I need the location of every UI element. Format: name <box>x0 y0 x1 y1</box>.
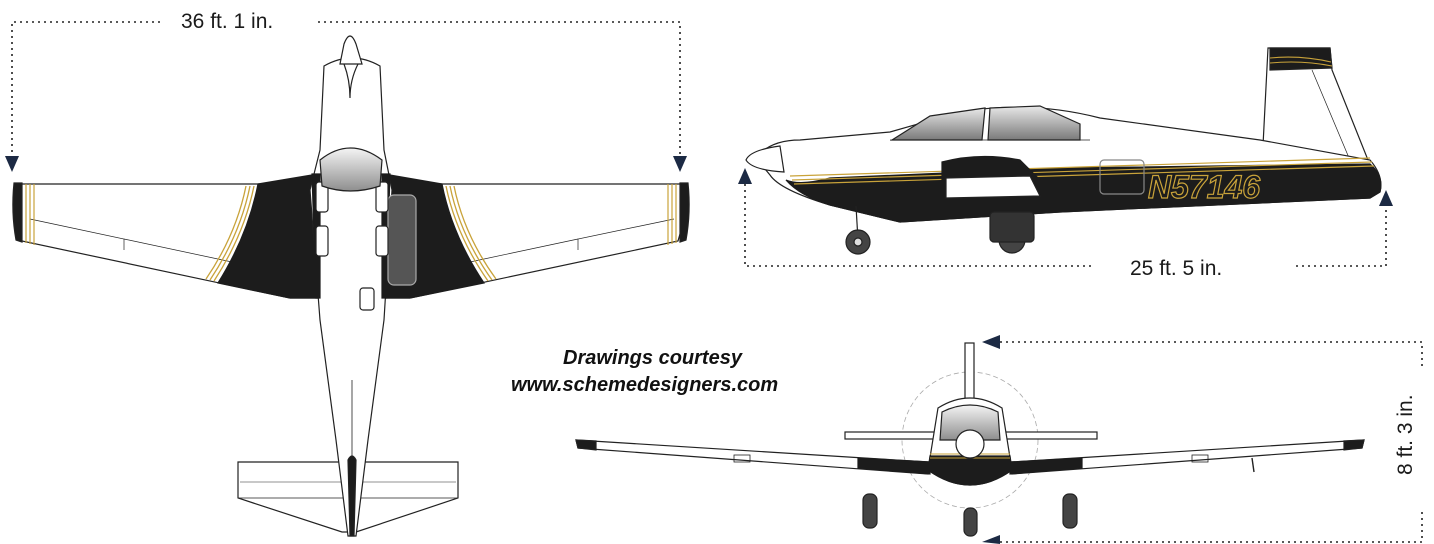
wingspan-arrow-right <box>673 156 687 172</box>
top-view-flap-lines <box>29 218 675 263</box>
wingspan-dimension-line-right <box>318 21 681 156</box>
top-view-belly-fairing <box>359 287 375 311</box>
length-dimension-line-right <box>1296 206 1387 267</box>
front-view-vertical-tail <box>964 342 975 406</box>
side-view-wing-fairing-top <box>945 175 1041 199</box>
side-view-main-gear-door <box>989 211 1035 243</box>
front-view-wingtip-left <box>575 439 597 451</box>
top-view <box>12 35 690 537</box>
top-view-fairing-left-2 <box>315 225 329 257</box>
side-view-rudder-line <box>1311 69 1353 166</box>
front-view <box>575 342 1365 537</box>
front-view-windshield <box>939 404 1001 441</box>
top-view-fairing-right-1 <box>375 181 389 213</box>
side-view-nose-hub <box>853 237 863 247</box>
front-view-main-gear-right <box>1062 493 1078 529</box>
top-view-vertical-fin <box>347 455 357 537</box>
top-view-fairing-right-2 <box>375 225 389 257</box>
height-dimension-line-bottom <box>1000 512 1423 543</box>
length-arrow-left <box>738 168 752 184</box>
dimension-lines <box>11 21 1423 543</box>
top-view-propeller <box>343 63 359 99</box>
length-label: 25 ft. 5 in. <box>1130 257 1223 280</box>
height-label: 8 ft. 3 in. <box>1394 394 1417 475</box>
top-view-wingtip-right <box>679 182 690 243</box>
top-view-wing-paint-left <box>217 173 319 299</box>
top-view-spinner <box>339 35 363 65</box>
front-view-belly-paint <box>927 455 1013 486</box>
front-view-main-gear-left <box>862 493 878 529</box>
front-view-antenna <box>1251 457 1255 473</box>
top-view-canopy <box>319 147 383 192</box>
side-view-registration: N57146 <box>1148 169 1260 205</box>
side-view-fin-cap <box>1269 47 1333 71</box>
side-view-pinstripes <box>789 157 1375 185</box>
credit-line-1: Drawings courtesy <box>563 347 742 369</box>
side-view-spinner <box>745 145 785 173</box>
front-view-spinner <box>955 429 985 459</box>
front-view-wing-vent-left <box>733 454 751 463</box>
side-view-windshield <box>889 107 986 141</box>
wingspan-label: 36 ft. 1 in. <box>181 10 274 33</box>
side-view: N57146 <box>745 47 1382 255</box>
front-view-nose-gear <box>963 507 978 537</box>
wingspan-arrow-left <box>5 156 19 172</box>
side-view-paint-lower <box>785 163 1382 223</box>
dimension-arrows <box>5 156 1393 544</box>
front-view-wingtip-right <box>1343 439 1365 451</box>
side-view-baggage-door <box>1099 159 1145 195</box>
wingspan-dimension-line-left <box>11 21 160 156</box>
top-view-pinstripes <box>205 185 497 282</box>
height-arrow-top <box>982 335 1000 349</box>
front-view-wing-vent-right <box>1191 454 1209 463</box>
side-view-fin-stripes <box>1269 56 1333 67</box>
top-view-window-right <box>387 194 417 286</box>
front-view-wing-root-paint-left <box>857 457 931 475</box>
height-arrow-bottom <box>982 535 1000 544</box>
side-view-rear-window <box>987 105 1081 141</box>
credit-line-2: www.schemedesigners.com <box>511 374 779 396</box>
top-view-wingtip-left <box>12 182 23 243</box>
height-dimension-line-top <box>1000 341 1423 368</box>
front-view-wing-root-paint-right <box>1009 457 1083 475</box>
length-arrow-right <box>1379 190 1393 206</box>
top-view-wingtip-stripes <box>25 184 677 245</box>
